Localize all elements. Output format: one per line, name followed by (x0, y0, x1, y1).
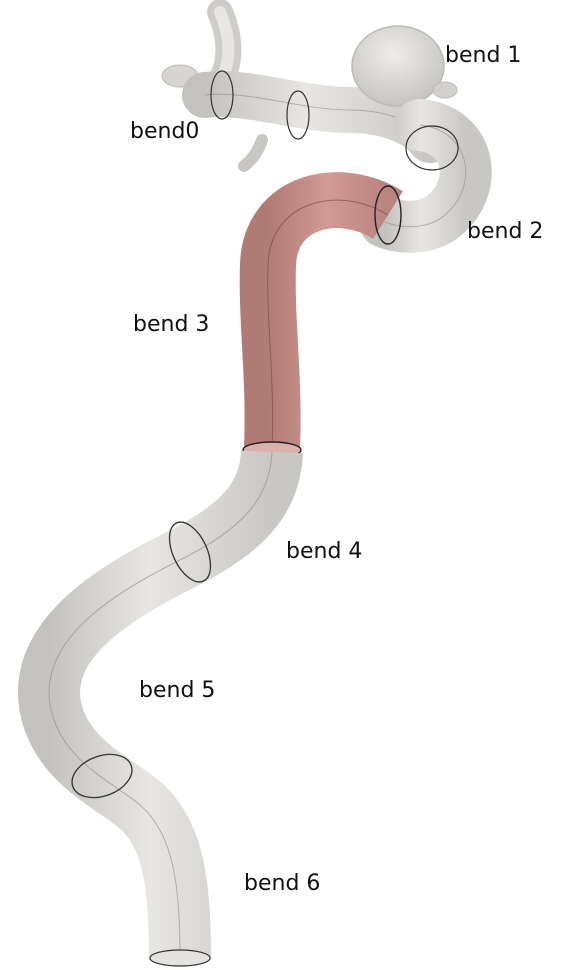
lower-vessel-region (49, 452, 272, 966)
label-bend4: bend 4 (286, 541, 362, 563)
aneurysm-sac (352, 26, 444, 106)
label-bend6: bend 6 (244, 873, 320, 895)
label-bend3: bend 3 (133, 314, 209, 336)
label-bend2: bend 2 (467, 221, 543, 243)
label-bend5: bend 5 (139, 680, 215, 702)
label-bend0: bend0 (130, 121, 199, 143)
label-bend1: bend 1 (445, 45, 521, 67)
bend4-to-bend6-segment (49, 452, 272, 960)
lower-branch-stub (244, 140, 262, 166)
outlet-opening (150, 950, 210, 966)
bend3-highlighted-segment (243, 186, 401, 458)
